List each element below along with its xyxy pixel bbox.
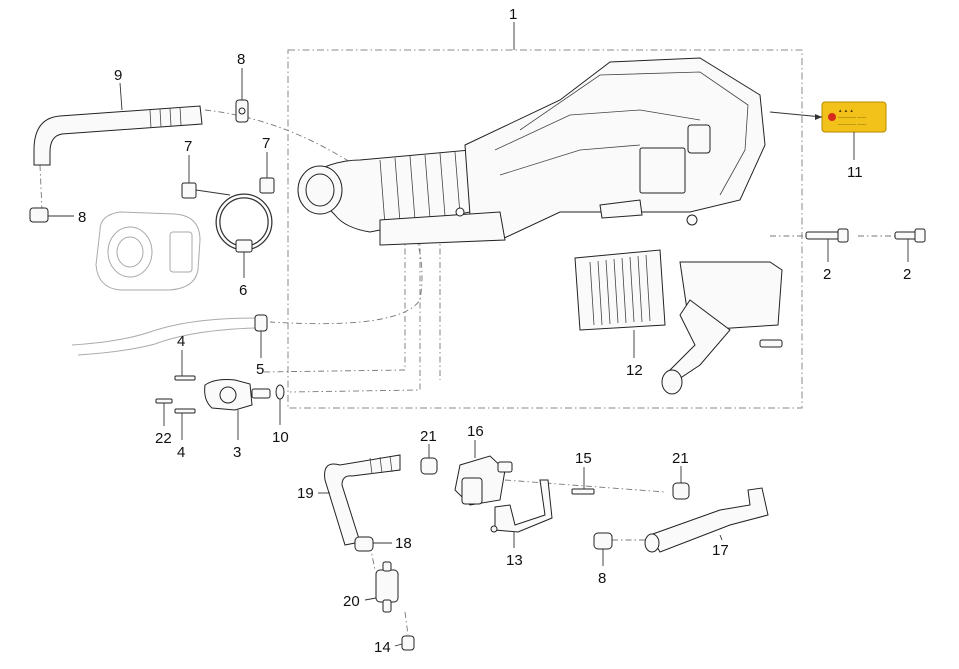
callout-22: 22	[155, 430, 172, 447]
part-13-bracket	[490, 479, 553, 533]
callout-15: 15	[575, 450, 592, 467]
assembly-1-frame	[287, 49, 803, 409]
callout-21: 21	[420, 428, 437, 445]
callout-17: 17	[712, 542, 729, 559]
part-20-fuel-filter	[375, 561, 399, 613]
part-9-hose	[33, 105, 203, 166]
part-2-bolt-b	[894, 228, 926, 243]
part-5-clamp	[254, 314, 268, 332]
ghost-hose	[71, 317, 256, 356]
callout-16: 16	[467, 423, 484, 440]
callout-10: 10	[272, 429, 289, 446]
part-4-screw-b	[174, 408, 196, 414]
hose-routing-line	[204, 109, 423, 325]
part-19-hose	[324, 454, 401, 546]
part-15-screw	[571, 488, 595, 495]
callout-11: 11	[847, 164, 863, 181]
callout-9: 9	[114, 67, 122, 84]
callout-14: 14	[374, 639, 391, 656]
part-22-screw	[155, 398, 173, 404]
callout-5: 5	[256, 361, 264, 378]
callout-1: 1	[509, 6, 517, 23]
callout-8: 8	[237, 51, 245, 68]
callout-12: 12	[626, 362, 643, 379]
callout-13: 13	[506, 552, 523, 569]
svg-text:———— ——: ———— ——	[838, 115, 867, 120]
part-18-clamp	[354, 536, 374, 552]
part-7-clip-b	[259, 177, 275, 194]
callout-6: 6	[239, 282, 247, 299]
callout-4: 4	[177, 333, 185, 350]
part-3-sensor	[204, 379, 271, 411]
part-8-clamp-left	[29, 207, 49, 223]
leader-9	[119, 82, 123, 111]
part-10-o-ring	[275, 384, 285, 400]
callout-2: 2	[823, 266, 831, 283]
part-21-clamp-a	[420, 457, 438, 475]
part-2-bolt-a	[805, 228, 849, 243]
part-14-cap	[401, 635, 415, 651]
callout-8: 8	[78, 209, 86, 226]
part-21-clamp-b	[672, 482, 690, 500]
callout-4: 4	[177, 444, 185, 461]
callout-20: 20	[343, 593, 360, 610]
part-12-air-filter	[574, 249, 783, 395]
part-7-clip-a	[181, 182, 197, 199]
callout-21: 21	[672, 450, 689, 467]
part-8-clamp-bottom	[593, 532, 613, 550]
part-8-clamp-top	[235, 99, 249, 123]
callout-7: 7	[262, 135, 270, 152]
part-17-hose	[644, 487, 769, 553]
part-6-hose-clamp	[215, 193, 273, 253]
svg-text:▲ ▲ ▲: ▲ ▲ ▲	[838, 108, 854, 113]
ghost-throttle-body	[95, 211, 201, 291]
svg-text:———— ——: ———— ——	[838, 122, 867, 127]
part-16-solenoid-valve	[454, 455, 513, 506]
callout-7: 7	[184, 138, 192, 155]
part-1-airbox-assembly	[297, 57, 766, 246]
part-4-screw-a	[174, 375, 196, 381]
callout-3: 3	[233, 444, 241, 461]
callout-18: 18	[395, 535, 412, 552]
callout-8: 8	[598, 570, 606, 587]
part-11-warning-label: ▲ ▲ ▲ ———— —— ———— ——	[821, 101, 887, 133]
callout-19: 19	[297, 485, 314, 502]
callout-2: 2	[903, 266, 911, 283]
